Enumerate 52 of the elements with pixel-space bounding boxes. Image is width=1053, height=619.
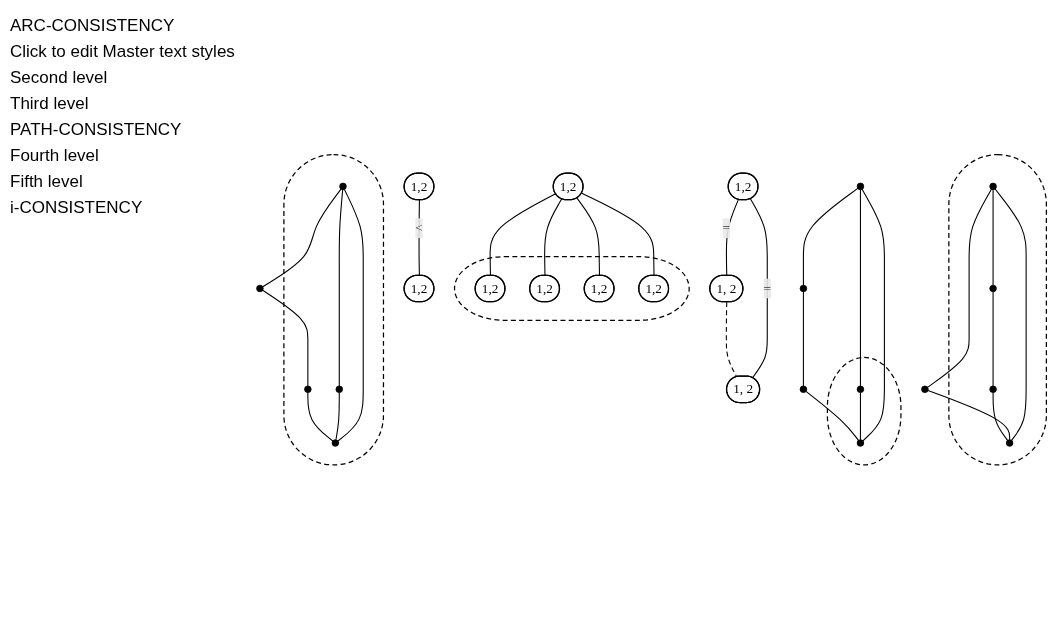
connector: [992, 391, 1009, 441]
connector: [725, 301, 738, 378]
connector: [576, 197, 601, 276]
slide-text: PATH-CONSISTENCY: [10, 120, 183, 140]
node-circle: [304, 385, 312, 393]
connector: [489, 192, 557, 276]
connector: [802, 187, 859, 286]
connector: [725, 198, 739, 276]
connector: [418, 199, 420, 276]
slide-text: Fifth level: [10, 172, 84, 192]
node-circle: [921, 385, 929, 393]
edge-label: =: [763, 280, 771, 295]
node-circle: [989, 182, 997, 190]
node-circle: [856, 182, 865, 190]
node-circle: [335, 385, 343, 393]
connector: [802, 291, 804, 387]
connector: [859, 391, 861, 440]
slide-text: ARC-CONSISTENCY: [10, 16, 176, 36]
edge-label: =: [722, 220, 731, 235]
slide-text: Click to edit Master text styles: [10, 42, 236, 62]
connector: [544, 198, 563, 276]
node-circle: [799, 385, 808, 393]
connector: [262, 289, 309, 387]
connector: [994, 188, 1027, 441]
slide-text: Fourth level: [10, 146, 100, 166]
connector: [805, 390, 859, 441]
node-circle: [331, 439, 340, 447]
connector: [338, 188, 344, 387]
node-circle: [989, 385, 997, 393]
node-circle: [256, 284, 264, 292]
slide-text: Second level: [10, 68, 109, 88]
connector: [992, 291, 994, 387]
connector: [262, 188, 342, 288]
connector: [335, 391, 340, 441]
node-circle: [1005, 439, 1014, 447]
node-circle: [856, 385, 865, 393]
connector: [337, 188, 364, 442]
node-circle: [799, 284, 808, 292]
node-circle: [856, 439, 865, 447]
connector: [749, 198, 768, 379]
connector: [581, 192, 655, 276]
connector: [859, 188, 861, 387]
connector: [927, 188, 992, 388]
connector: [861, 188, 885, 442]
connector: [992, 188, 994, 286]
slide-text: Third level: [10, 94, 90, 114]
node-circle: [339, 182, 347, 190]
slide-text: i-CONSISTENCY: [10, 198, 144, 218]
connector: [927, 389, 1011, 440]
connector: [307, 391, 334, 442]
edge-label: <: [415, 220, 423, 235]
node-circle: [989, 284, 997, 292]
